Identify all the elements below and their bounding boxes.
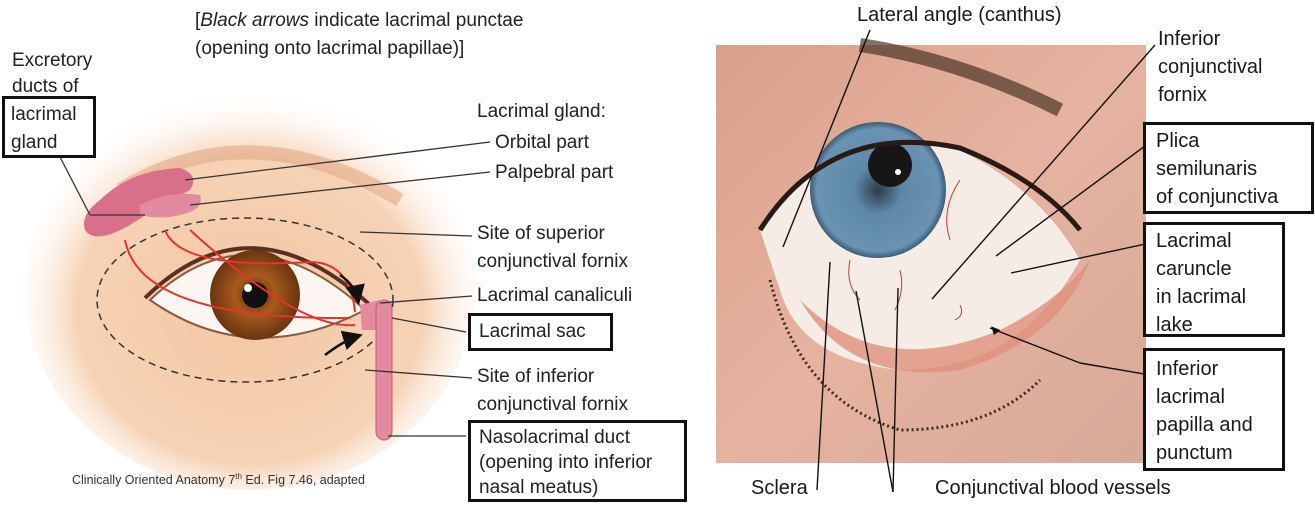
plica-semilunaris-box: Plica semilunaris of conjunctiva xyxy=(1143,122,1314,214)
photo-leader-lines xyxy=(782,29,1161,493)
superior-fornix-label: Site of superior xyxy=(477,223,605,244)
label-line: in lacrimal xyxy=(1156,286,1247,308)
box-line: lacrimal xyxy=(11,104,77,125)
label-line: lake xyxy=(1156,314,1193,336)
punctae-note-line2: (opening onto lacrimal papillae)] xyxy=(195,38,465,59)
lacrimal-gland-heading: Lacrimal gland: xyxy=(477,101,606,122)
lacrimal-apparatus-illustration xyxy=(25,90,491,490)
palpebral-part-label: Palpebral part xyxy=(495,162,614,183)
superior-fornix-label-2: conjunctival fornix xyxy=(477,251,629,272)
papilla-arrowhead xyxy=(991,326,1001,336)
lower-lashes xyxy=(768,279,1042,432)
leader-lines xyxy=(59,141,491,437)
label-line: punctum xyxy=(1156,442,1233,464)
sclera-label: Sclera xyxy=(751,477,808,499)
blood-vessels-label: Conjunctival blood vessels xyxy=(935,477,1171,499)
upper-lashes xyxy=(757,139,1082,232)
box-line: gland xyxy=(11,132,58,153)
nasolacrimal-duct xyxy=(375,299,393,441)
bracket: [ xyxy=(195,10,201,31)
excretory-label: Excretory xyxy=(12,50,93,71)
figure-caption: Clinically Oriented Anatomy 7th Ed. Fig … xyxy=(72,472,365,487)
label-line: papilla and xyxy=(1156,414,1253,436)
punctae-note: [Black arrows indicate lacrimal punctae xyxy=(195,6,523,35)
excretory-label-2: ducts of xyxy=(12,76,79,97)
note-text: indicate lacrimal punctae xyxy=(309,10,524,31)
lacrimal-gland-palpebral-part xyxy=(140,193,201,218)
canaliculi-label: Lacrimal canaliculi xyxy=(477,285,633,306)
label-line: lacrimal xyxy=(1156,386,1225,408)
label-line: semilunaris xyxy=(1156,158,1258,180)
label-line: Inferior xyxy=(1158,28,1221,50)
caption-sup: th xyxy=(235,472,242,481)
label-line: conjunctival xyxy=(1158,56,1263,78)
label-line: of conjunctiva xyxy=(1156,186,1279,208)
lower-lid-conjunctiva xyxy=(800,260,1090,373)
photo-pupil xyxy=(868,143,912,187)
inferior-fornix-photo-label: Inferior conjunctival fornix xyxy=(1158,25,1263,109)
label-line: Plica xyxy=(1156,130,1200,152)
orbital-part-label: Orbital part xyxy=(495,132,589,153)
box-line: Nasolacrimal duct xyxy=(479,427,630,448)
tear-flow-arrows xyxy=(124,229,356,327)
inferior-papilla-box: Inferior lacrimal papilla and punctum xyxy=(1143,348,1285,471)
lateral-angle-label: Lateral angle (canthus) xyxy=(857,4,1062,26)
caption-text: Clinically Oriented Anatomy 7 xyxy=(72,473,236,488)
inferior-punctum-arrow xyxy=(324,330,363,357)
note-italic: Black arrows xyxy=(200,10,310,31)
lacrimal-caruncle-box: Lacrimal caruncle in lacrimal lake xyxy=(1143,222,1285,337)
nasolacrimal-duct-box: Nasolacrimal duct (opening into inferior… xyxy=(468,420,687,502)
excretory-ducts-box: lacrimal gland xyxy=(2,96,96,158)
lacrimal-sac-box: Lacrimal sac xyxy=(468,313,613,351)
label-line: fornix xyxy=(1158,84,1207,106)
lacrimal-gland-orbital-part xyxy=(84,168,194,237)
box-line: (opening into inferior xyxy=(479,452,653,473)
superior-punctum-arrow xyxy=(339,273,365,305)
box-line: nasal meatus) xyxy=(479,477,599,498)
label-line: caruncle xyxy=(1156,258,1232,280)
label-line: Inferior xyxy=(1156,358,1219,380)
caption-text-2: Ed. Fig 7.46, adapted xyxy=(241,473,365,488)
conjunctival-fornix-outline xyxy=(96,217,394,383)
eyebrow xyxy=(858,38,1064,117)
inferior-fornix-label: Site of inferior xyxy=(477,366,595,387)
label-line: Lacrimal xyxy=(1156,230,1232,252)
inferior-fornix-label-2: conjunctival fornix xyxy=(477,394,629,415)
